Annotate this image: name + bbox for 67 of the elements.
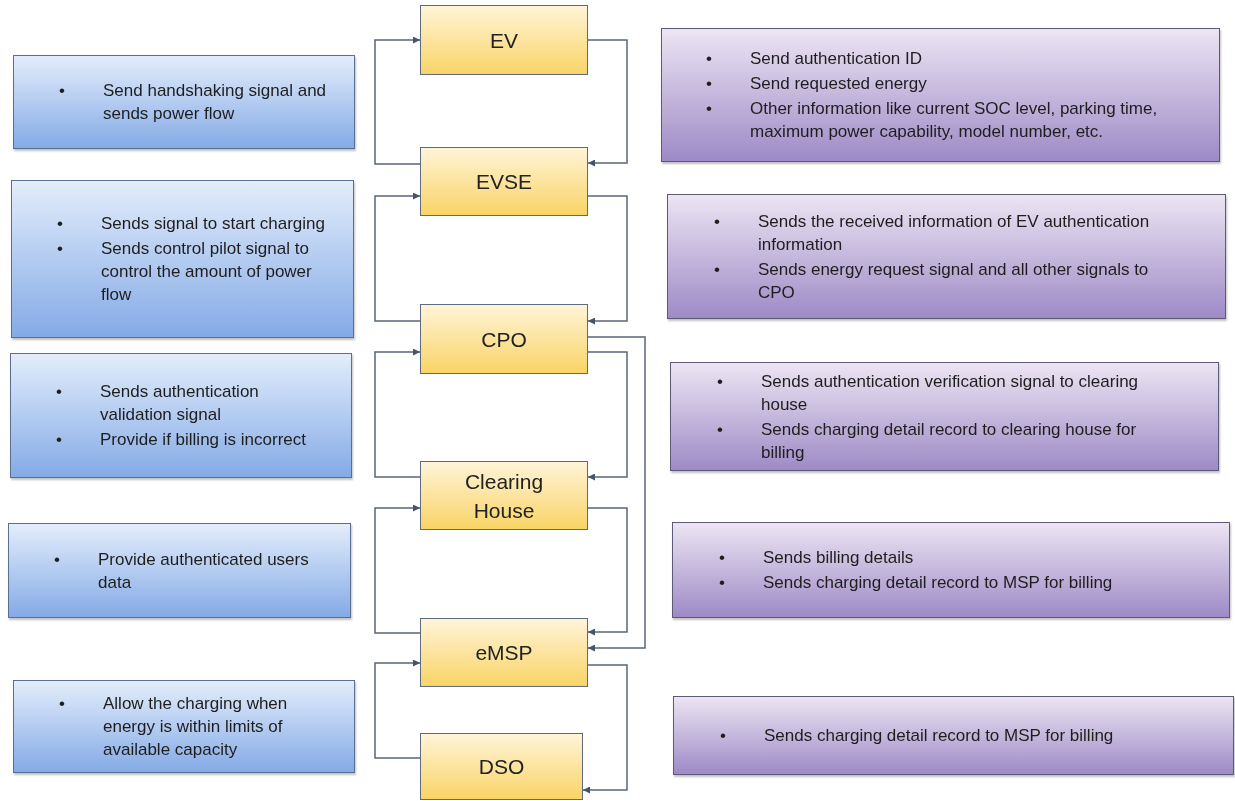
bullet-text: Sends charging detail record to clearing house for billing <box>761 418 1138 464</box>
bullet-marker: • <box>706 48 713 70</box>
arrow <box>374 504 421 634</box>
bullet-text: Sends charging detail record to MSP for billing <box>764 725 1115 747</box>
arrow <box>374 192 421 322</box>
arrow <box>587 507 628 636</box>
bullet-text: Allow the charging when energy is within limits of available capacity <box>103 693 289 761</box>
bullet-text: Sends control pilot signal to control the amount of power flow <box>101 238 313 306</box>
entity-label: EVSE <box>475 169 533 195</box>
arrow <box>582 664 628 794</box>
arrow <box>374 348 421 478</box>
entity-label: eMSP <box>474 640 534 666</box>
description-box <box>13 680 355 773</box>
description-box <box>661 28 1220 162</box>
bullet-marker: • <box>56 381 63 403</box>
bullet-marker: • <box>57 213 64 235</box>
description-box <box>672 522 1230 618</box>
bullet-text: Sends authentication validation signal <box>100 381 260 426</box>
bullet-text: Send authentication ID <box>750 48 923 70</box>
bullet-text: Send handshaking signal and sends power flow <box>103 80 328 125</box>
entity-label: Clearing House <box>463 468 545 524</box>
bullet-marker: • <box>57 238 64 260</box>
bullet-text: Other information like current SOC level, parking time, maximum power capability, model number, etc. <box>750 98 1159 143</box>
bullet-marker: • <box>717 370 724 393</box>
entity-label: DSO <box>477 754 526 780</box>
arrow <box>374 659 421 759</box>
bullet-text: Send requested energy <box>750 73 928 95</box>
bullet-text: Sends the received information of EV authentication information <box>758 210 1151 256</box>
bullet-marker: • <box>54 548 61 571</box>
bullet-marker: • <box>719 547 726 569</box>
entity-box <box>420 147 588 216</box>
description-box <box>670 362 1219 471</box>
bullet-marker: • <box>59 693 66 715</box>
bullet-marker: • <box>56 429 63 451</box>
entity-box <box>420 304 588 374</box>
description-box <box>8 523 351 618</box>
entity-label: CPO <box>480 326 528 353</box>
bullet-marker: • <box>706 73 713 95</box>
bullet-text: Provide if billing is incorrect <box>100 429 307 451</box>
bullet-marker: • <box>714 210 721 233</box>
description-box <box>10 353 352 478</box>
arrow <box>587 351 628 481</box>
bullet-marker: • <box>717 418 724 441</box>
bullet-text: Sends billing details <box>763 547 915 569</box>
entity-box <box>420 618 588 687</box>
entity-box <box>420 733 583 800</box>
arrow <box>587 336 646 652</box>
entity-label: EV <box>489 27 519 54</box>
arrow <box>587 195 628 325</box>
arrow <box>587 39 628 167</box>
entity-box <box>420 5 588 75</box>
bullet-marker: • <box>714 258 721 281</box>
bullet-marker: • <box>59 80 66 102</box>
bullet-marker: • <box>720 725 727 747</box>
entity-box <box>420 461 588 530</box>
description-box <box>673 696 1234 775</box>
bullet-marker: • <box>706 98 713 120</box>
bullet-marker: • <box>719 572 726 594</box>
arrow <box>374 36 421 165</box>
description-box <box>11 180 354 338</box>
bullet-text: Sends charging detail record to MSP for billing <box>763 572 1114 594</box>
description-box <box>667 194 1226 319</box>
bullet-text: Sends energy request signal and all other signals to CPO <box>758 258 1150 304</box>
bullet-text: Provide authenticated users data <box>98 548 310 594</box>
description-box <box>13 55 355 149</box>
bullet-text: Sends signal to start charging <box>101 213 326 235</box>
bullet-text: Sends authentication verification signal to clearing house <box>761 370 1140 416</box>
